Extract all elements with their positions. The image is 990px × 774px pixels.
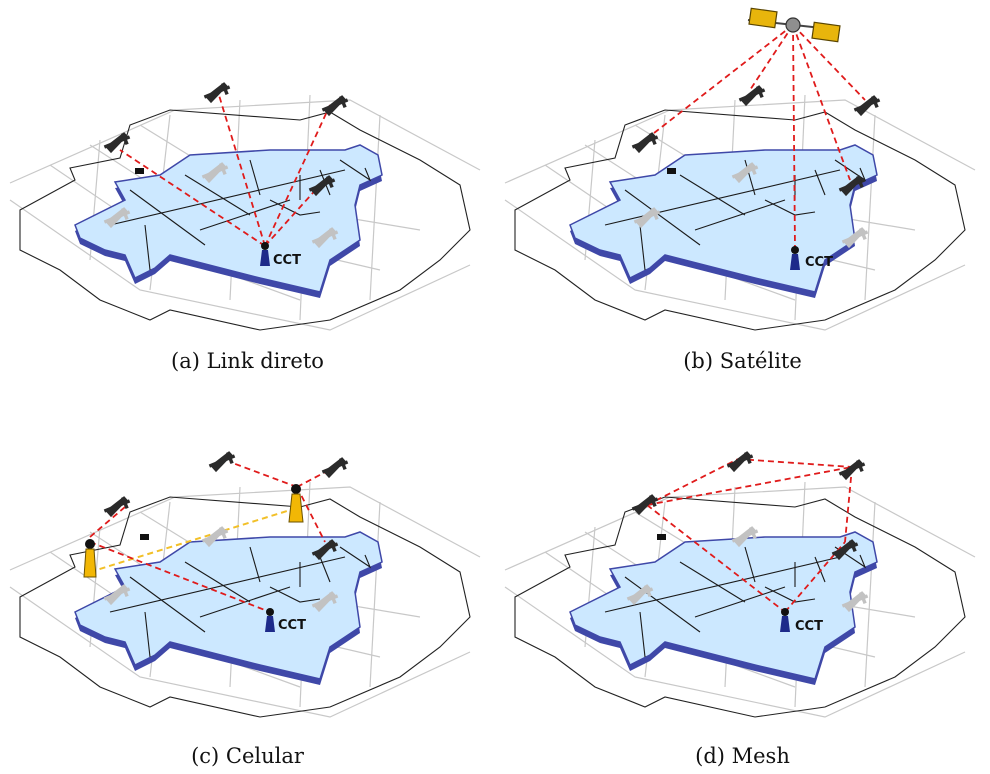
caption-b: (b) Satélite [683, 349, 802, 373]
caption-c: (c) Celular [191, 744, 304, 768]
cell-tower-icon [83, 539, 97, 578]
caption-d: (d) Mesh [695, 744, 790, 768]
cct-label: CCT [278, 618, 306, 633]
antenna-icon [780, 608, 790, 632]
cct-label: CCT [805, 255, 833, 270]
antenna-icon [265, 608, 275, 632]
panel-c-celular: CCT (c) Celular [0, 387, 495, 774]
panel-b-satelite: CCT (b) Satélite [495, 0, 990, 387]
cct-label: CCT [795, 619, 823, 634]
antenna-icon [790, 246, 800, 270]
satellite-icon [747, 7, 841, 43]
panel-d-mesh: CCT (d) Mesh [495, 387, 990, 774]
caption-a: (a) Link direto [171, 349, 324, 373]
cct-label: CCT [273, 253, 301, 268]
antenna-icon [260, 242, 270, 266]
cell-tower-icon [288, 484, 304, 523]
panel-a-link-direto: CCT (a) Link direto [0, 0, 495, 387]
